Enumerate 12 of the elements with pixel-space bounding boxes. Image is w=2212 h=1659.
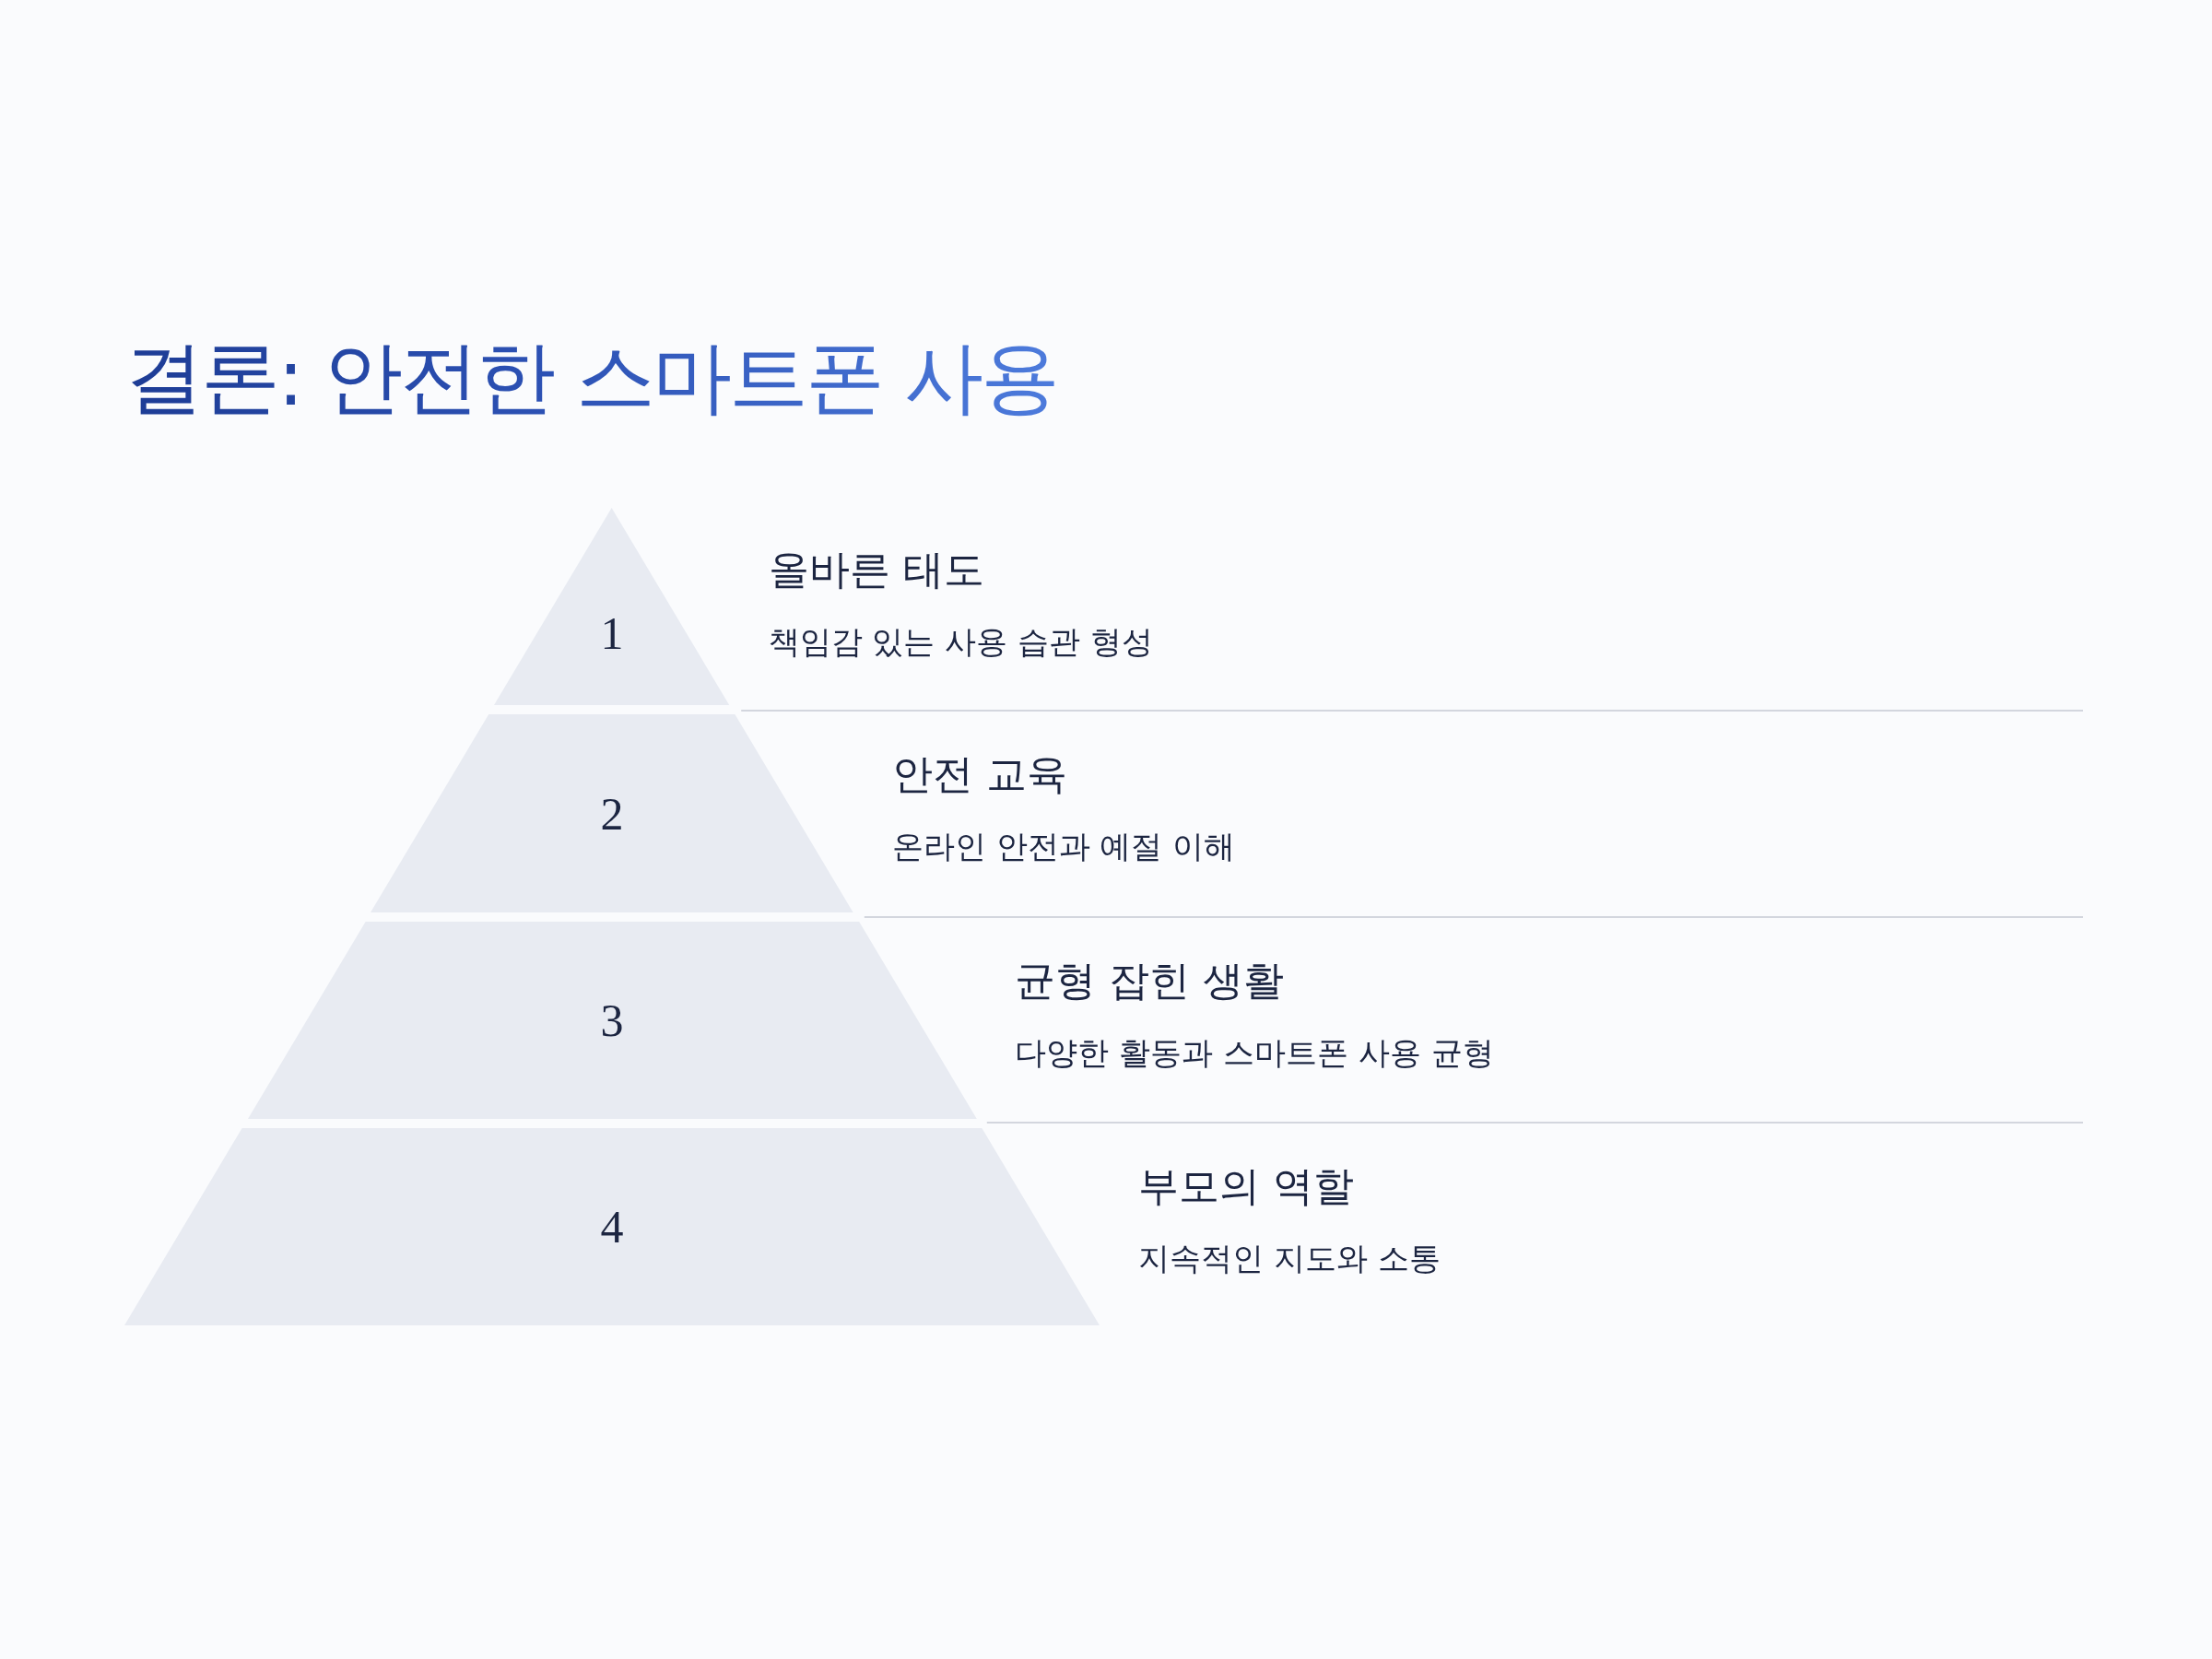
tier-heading: 균형 잡힌 생활 [1015,956,1285,1006]
tier-description: 온라인 안전과 예절 이해 [891,827,1236,865]
tier-description: 책임감 있는 사용 습관 형성 [768,622,1153,661]
tier-description: 지속적인 지도와 소통 [1138,1239,1441,1277]
tier-number: 4 [600,1201,624,1253]
tier-number: 3 [600,994,624,1046]
tier-number: 1 [600,607,624,659]
tier-heading: 올바른 태도 [768,545,984,594]
tier-description: 다양한 활동과 스마트폰 사용 균형 [1015,1033,1494,1072]
tier-heading: 안전 교육 [891,749,1067,799]
tier-number: 2 [600,788,624,840]
tier-heading: 부모의 역할 [1138,1161,1354,1211]
